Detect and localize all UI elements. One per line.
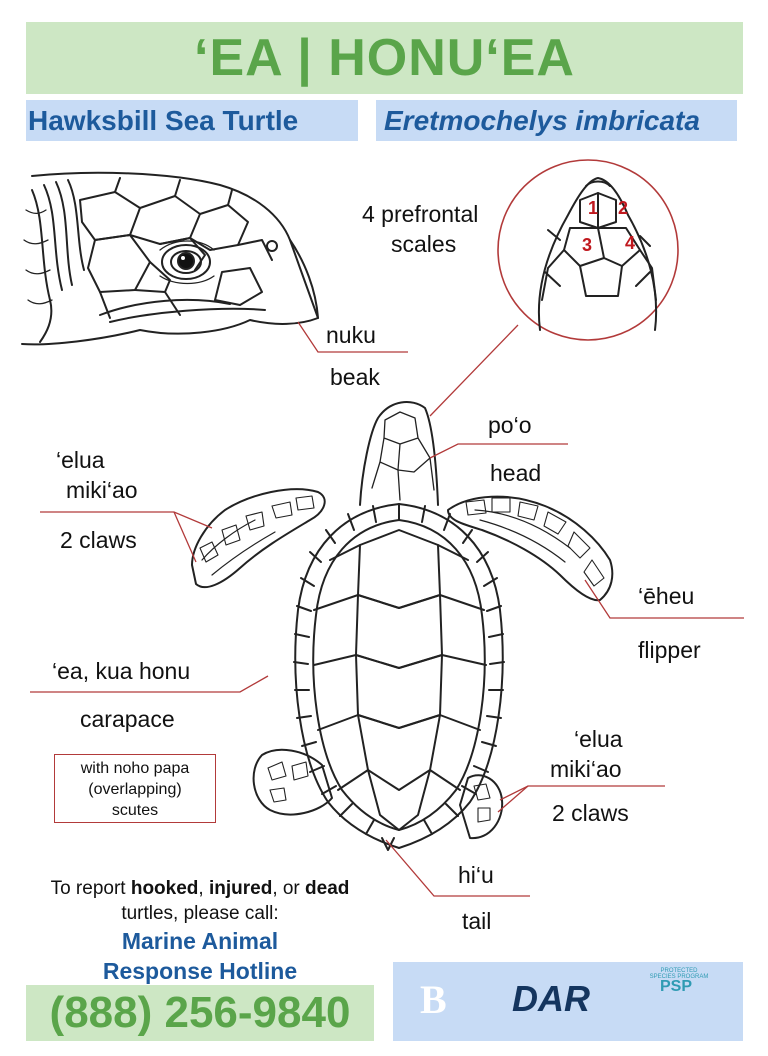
label-prefrontal-line2: scales	[391, 231, 457, 257]
common-name: Hawksbill Sea Turtle	[28, 104, 299, 136]
label-carapace-english: carapace	[80, 706, 175, 732]
report-instructions: To report hooked, injured, or dead turtl…	[20, 876, 380, 926]
leader-flipper	[584, 579, 744, 619]
label-head-english: head	[490, 460, 542, 486]
leader-rear-claw-lower	[497, 785, 529, 813]
scientific-name: Eretmochelys imbricata	[384, 104, 700, 136]
report-word-injured: injured	[208, 878, 273, 899]
label-rear-claws-hawaiian-1: ‘elua	[574, 726, 623, 752]
leader-front-claw-lower	[173, 511, 197, 563]
label-front-claws-hawaiian-2: miki‘ao	[66, 477, 138, 503]
leader-prefrontal	[429, 324, 519, 417]
report-word-hooked: hooked	[130, 878, 199, 899]
label-prefrontal-line1: 4 prefrontal	[362, 201, 479, 227]
label-carapace-hawaiian: ‘ea, kua honu	[52, 658, 191, 684]
report-line-1: To report hooked, injured, or dead	[20, 876, 380, 901]
label-front-claws-english: 2 claws	[60, 527, 137, 553]
label-front-claws-hawaiian-1: ‘elua	[56, 447, 105, 473]
report-word-dead: dead	[305, 878, 350, 899]
leader-front-claw-upper	[40, 511, 213, 529]
scutes-note-box: with noho papa (overlapping) scutes	[54, 754, 216, 823]
scientific-name-banner: Eretmochelys imbricata	[376, 100, 737, 141]
turtle-head-side-drawing	[21, 171, 319, 346]
scale-number-1: 1	[588, 198, 599, 218]
label-beak-hawaiian: nuku	[326, 322, 376, 348]
hotline-line-2: Response Hotline	[102, 958, 298, 984]
label-rear-claws-english: 2 claws	[552, 800, 629, 826]
label-flipper-english: flipper	[638, 637, 701, 663]
partner-logos	[393, 962, 743, 1041]
logo-psp-ring-text: PROTECTED SPECIES PROGRAM	[649, 968, 709, 980]
page-title: ‘EA | HONU‘EA	[194, 29, 575, 87]
hotline-name: Marine Animal Response Hotline	[20, 926, 380, 986]
note-line-3: scutes	[111, 802, 159, 819]
phone-number[interactable]: (888) 256-9840	[49, 988, 351, 1037]
label-beak-english: beak	[330, 364, 380, 390]
turtle-body-drawing	[191, 401, 614, 851]
scale-number-4: 4	[625, 233, 636, 253]
note-line-2: (overlapping)	[88, 781, 182, 798]
note-line-1: with noho papa	[80, 760, 190, 777]
report-sep-2: , or	[272, 878, 306, 899]
logo-psp-text: PSP	[660, 978, 693, 995]
scale-number-3: 3	[582, 235, 593, 255]
label-flipper-hawaiian: ‘ēheu	[638, 583, 695, 609]
leader-carapace	[30, 675, 269, 693]
hotline-line-1: Marine Animal	[121, 928, 279, 954]
leader-head	[429, 443, 568, 459]
scale-number-2: 2	[618, 198, 629, 218]
report-sep-1: ,	[198, 878, 209, 899]
report-line-2: turtles, please call:	[121, 903, 279, 924]
leader-beak	[297, 321, 408, 353]
leader-lines	[30, 321, 744, 897]
common-name-banner: Hawksbill Sea Turtle	[26, 100, 358, 141]
report-prefix: To report	[50, 878, 131, 899]
logo-dar-text: DAR	[512, 978, 590, 1019]
phone-banner: (888) 256-9840	[26, 985, 374, 1041]
turtle-head-top-drawing	[497, 159, 679, 341]
title-banner: ‘EA | HONU‘EA	[26, 22, 743, 94]
label-tail-hawaiian: hi‘u	[458, 862, 494, 888]
label-rear-claws-hawaiian-2: miki‘ao	[550, 756, 622, 782]
logo-b-letter: B	[420, 977, 447, 1022]
label-head-hawaiian: po‘o	[488, 412, 532, 438]
leader-tail	[385, 839, 530, 897]
label-tail-english: tail	[462, 908, 492, 934]
